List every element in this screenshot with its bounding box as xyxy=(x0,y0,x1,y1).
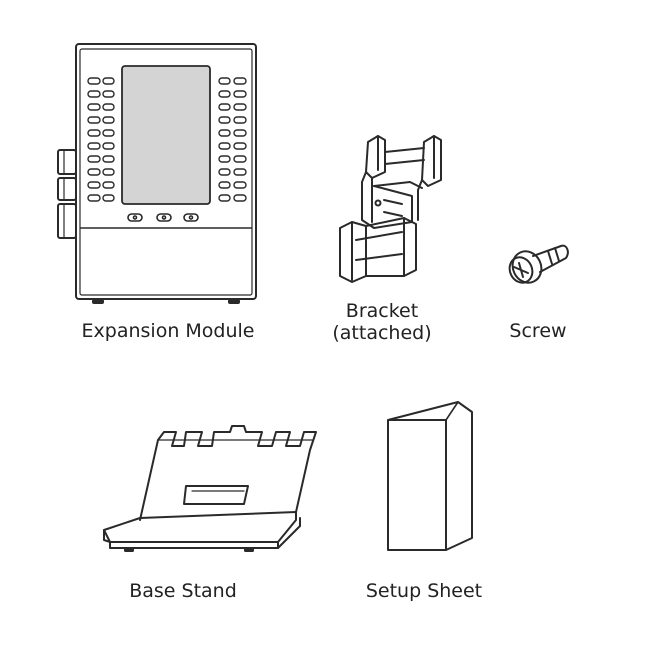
left-line-key xyxy=(87,194,101,202)
left-line-key xyxy=(102,129,115,137)
left-line-key xyxy=(87,90,101,98)
right-line-key xyxy=(218,77,231,85)
right-line-key xyxy=(233,142,247,150)
right-line-key xyxy=(218,168,231,176)
left-line-key xyxy=(87,77,101,85)
right-line-key xyxy=(218,103,231,111)
expansion-module-label: Expansion Module xyxy=(81,320,255,342)
right-line-key xyxy=(233,129,247,137)
right-line-key xyxy=(218,116,231,124)
left-line-key xyxy=(102,116,115,124)
left-line-key xyxy=(87,155,101,163)
setup-sheet-label: Setup Sheet xyxy=(365,580,483,602)
right-line-key xyxy=(233,181,247,189)
right-line-key xyxy=(233,116,247,124)
right-line-key xyxy=(218,129,231,137)
left-line-key xyxy=(102,168,115,176)
right-line-key xyxy=(233,90,247,98)
left-line-key xyxy=(87,129,101,137)
bracket-label-line2: (attached) xyxy=(332,322,432,344)
left-line-key xyxy=(87,116,101,124)
right-line-key xyxy=(218,142,231,150)
left-line-key xyxy=(87,142,101,150)
right-line-key xyxy=(233,103,247,111)
left-line-key xyxy=(102,181,115,189)
right-line-key xyxy=(218,90,231,98)
left-line-key xyxy=(102,90,115,98)
right-line-key xyxy=(233,194,247,202)
left-line-key xyxy=(102,155,115,163)
right-line-key xyxy=(233,155,247,163)
left-line-key xyxy=(87,103,101,111)
right-line-key xyxy=(218,155,231,163)
left-line-key xyxy=(102,142,115,150)
left-line-key xyxy=(87,168,101,176)
right-line-key xyxy=(218,194,231,202)
base-stand-label: Base Stand xyxy=(129,580,237,602)
right-line-key xyxy=(233,168,247,176)
left-line-key xyxy=(102,194,115,202)
bracket-label-line1: Bracket xyxy=(345,300,419,322)
right-line-key xyxy=(218,181,231,189)
screw-label: Screw xyxy=(509,320,567,342)
left-line-key xyxy=(102,77,115,85)
left-line-key xyxy=(102,103,115,111)
right-line-key xyxy=(233,77,247,85)
left-line-key xyxy=(87,181,101,189)
